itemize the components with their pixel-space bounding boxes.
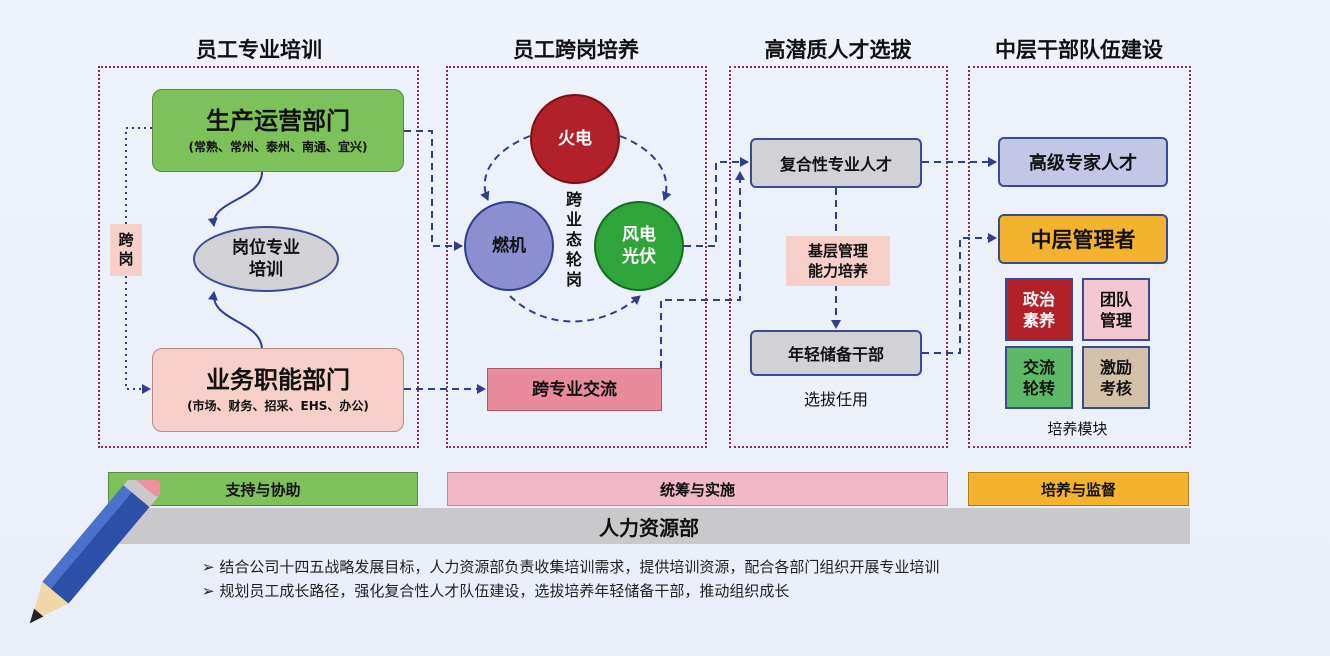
arrow-cross-major-to-composite [660,171,745,368]
pencil-icon [29,480,160,624]
production-department-sites: (常熟、常州、泰州、南通、宜兴) [188,139,368,154]
cross-post-label: 跨 岗 [118,231,134,268]
wind-solar-label: 风电 光伏 [622,225,656,267]
functional-department-title: 业务职能部门 [206,366,350,394]
young-cadre-box: 年轻储备干部 [750,330,922,376]
frame-column-1 [98,66,419,448]
composite-talent-label: 复合性专业人才 [779,155,892,174]
module-rotation-label: 交流 轮转 [1022,357,1055,398]
cross-format-rotation-label-box: 跨 业 态 轮 岗 [560,186,588,294]
cross-major-exchange-box: 跨专业交流 [487,368,662,411]
composite-talent-box: 复合性专业人才 [750,138,922,188]
selection-appointment-text: 选拔任用 [803,390,868,409]
column-title-high-potential: 高潜质人才选拔 [764,38,912,62]
module-rotation-box: 交流 轮转 [1005,346,1073,409]
frame-column-4 [968,66,1191,448]
note-1: ➢ 结合公司十四五战略发展目标，人力资源部负责收集培训需求，提供培训资源，配合各… [202,556,939,577]
gas-turbine-circle: 燃机 [464,201,554,291]
note-1-text: 结合公司十四五战略发展目标，人力资源部负责收集培训需求，提供培训资源，配合各部门… [219,558,940,576]
young-cadre-label: 年轻储备干部 [787,345,884,364]
middle-manager-box: 中层管理者 [998,214,1168,264]
module-team-label: 团队 管理 [1099,289,1132,330]
cross-major-exchange-label: 跨专业交流 [532,379,617,400]
thermal-power-circle: 火电 [530,94,620,184]
arrow-thermal-to-gas [480,135,531,201]
thermal-power-label: 火电 [558,129,592,149]
module-incentive-label: 激励 考核 [1099,357,1132,398]
wind-solar-circle: 风电 光伏 [594,201,684,291]
arrow-young-cadre-to-middle-manager [922,233,997,354]
module-team-box: 团队 管理 [1082,278,1150,341]
production-department-box: 生产运营部门 (常熟、常州、泰州、南通、宜兴) [152,89,404,172]
module-politics-box: 政治 素养 [1005,278,1073,341]
frame-column-2 [446,66,707,448]
production-department-title: 生产运营部门 [206,106,350,135]
module-politics-label: 政治 素养 [1022,289,1055,330]
senior-expert-box: 高级专家人才 [998,137,1168,187]
cross-post-label-box: 跨 岗 [110,224,142,276]
module-caption: 培养模块 [1047,420,1108,438]
post-training-ellipse: 岗位专业 培训 [193,226,339,292]
middle-manager-label: 中层管理者 [1030,228,1136,252]
cross-format-rotation-label: 跨 业 态 轮 岗 [565,190,582,289]
note-2: ➢ 规划员工成长路径，强化复合性人才队伍建设，选拔培养年轻储备干部，推动组织成长 [202,580,789,601]
functional-department-scope: (市场、财务、招采、EHS、办公) [187,399,369,413]
module-incentive-box: 激励 考核 [1082,346,1150,409]
bar-coordinate: 统筹与实施 [447,472,948,506]
gas-turbine-label: 燃机 [492,236,526,256]
note-2-text: 规划员工成长路径，强化复合性人才队伍建设，选拔培养年轻储备干部，推动组织成长 [219,582,790,600]
bullet-arrow-icon: ➢ [202,582,215,600]
column-title-professional-training: 员工专业培训 [196,38,322,62]
column-title-cross-post: 员工跨岗培养 [513,38,639,62]
arrow-thermal-to-wind [619,135,672,201]
arrow-gas-to-wind [509,295,641,323]
arrow-wind-to-composite [684,157,749,247]
senior-expert-label: 高级专家人才 [1029,153,1137,174]
frame-column-3 [729,66,948,448]
basic-management-box: 基层管理 能力培养 [786,236,890,286]
post-training-label: 岗位专业 培训 [232,238,300,280]
column-title-middle-cadre: 中层干部队伍建设 [995,38,1163,62]
bar-cultivate: 培养与监督 [968,472,1189,506]
basic-management-label: 基层管理 能力培养 [807,242,868,280]
functional-department-box: 业务职能部门 (市场、财务、招采、EHS、办公) [152,348,404,432]
arrow-production-to-gas [404,130,463,251]
bullet-arrow-icon: ➢ [202,558,215,576]
arrow-functional-to-post-training [207,291,263,351]
bar-hr-department: 人力资源部 [108,508,1190,544]
arrow-production-to-post-training [207,171,263,227]
